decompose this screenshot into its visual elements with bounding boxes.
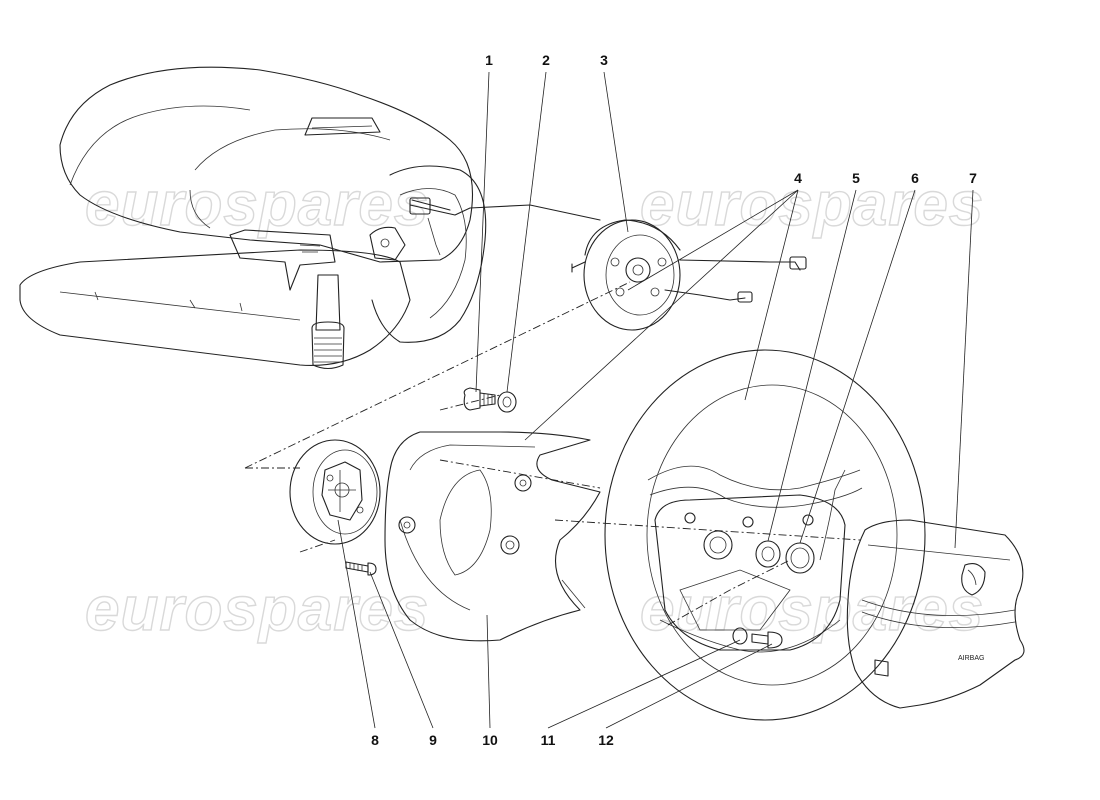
callout-10: 10	[482, 732, 498, 748]
callout-2: 2	[542, 52, 550, 68]
callout-8: 8	[371, 732, 379, 748]
watermark-group: eurospares eurospares eurospares eurospa…	[84, 169, 984, 644]
screw-part	[345, 561, 377, 576]
leader-lines	[337, 71, 974, 729]
airbag-label: AIRBAG	[958, 655, 984, 662]
callout-6: 6	[911, 170, 919, 186]
callout-7: 7	[969, 170, 977, 186]
callout-1: 1	[485, 52, 493, 68]
hub-cover-part	[384, 431, 601, 642]
callout-3: 3	[600, 52, 608, 68]
callout-numbers: 1 2 3 4 5 6 7 8 9 10 11 12	[371, 52, 977, 748]
callout-9: 9	[429, 732, 437, 748]
watermark-bottom-left: eurospares	[85, 575, 429, 644]
callout-4: 4	[794, 170, 802, 186]
dashboard-column-assembly	[19, 66, 601, 370]
watermark-top-left: eurospares	[85, 170, 429, 239]
clock-spring-part	[571, 219, 807, 331]
airbag-module-part: AIRBAG	[846, 519, 1025, 709]
hub-adapter-part	[289, 439, 381, 545]
fastener-parts	[463, 387, 517, 413]
centerlines	[244, 281, 861, 626]
callout-5: 5	[852, 170, 860, 186]
callout-12: 12	[598, 732, 614, 748]
watermark-top-right: eurospares	[640, 170, 984, 239]
steering-wheel-part	[604, 349, 926, 721]
watermark-bottom-right: eurospares	[640, 575, 984, 644]
callout-11: 11	[541, 732, 556, 748]
